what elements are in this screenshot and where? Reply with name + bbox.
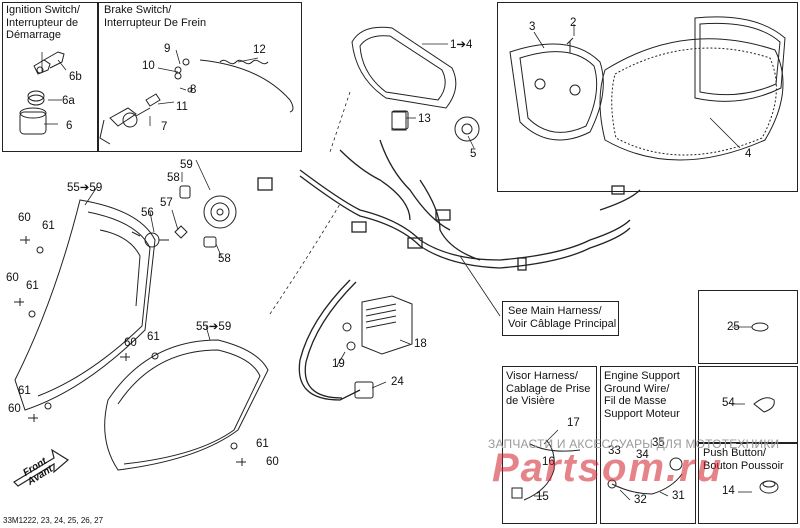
callout-1-4: 1➔4 <box>450 39 473 51</box>
headlight-housing-drawing <box>14 199 156 411</box>
callout-60-c: 60 <box>8 403 21 415</box>
ground-wire-drawing <box>607 457 683 495</box>
callout-9: 9 <box>164 43 171 55</box>
push-button-drawing <box>759 480 779 494</box>
bulb-socket-59-drawing <box>203 195 237 229</box>
ignition-switch-title: Ignition Switch/ Interrupteur de Démarra… <box>6 4 80 41</box>
engine-ground-box <box>600 366 696 524</box>
callout-10: 10 <box>142 60 155 72</box>
gauge-back-housing-drawing <box>509 43 604 141</box>
callout-6a: 6a <box>62 95 75 107</box>
callout-4: 4 <box>745 148 752 160</box>
instrument-cluster-drawing <box>351 26 457 131</box>
push-button-box <box>698 443 798 524</box>
ignition-switch-box <box>2 2 98 152</box>
gauge-bezel-drawing <box>694 16 786 102</box>
callout-60-e: 60 <box>266 456 279 468</box>
callout-61-b: 61 <box>26 280 39 292</box>
watermark-subtitle: ЗАПЧАСТИ И АКСЕССУАРЫ ДЛЯ МОТОТЕХНИКИ <box>488 437 780 451</box>
main-harness-title: See Main Harness/ Voir Câblage Principal <box>508 305 617 330</box>
gauge-lens-drawing <box>599 38 784 161</box>
callout-57: 57 <box>160 197 173 209</box>
callout-18: 18 <box>414 338 427 350</box>
switch-13-drawing <box>391 110 409 130</box>
callout-34: 34 <box>636 449 649 461</box>
callout-6: 6 <box>66 120 73 132</box>
watermark-logo-text: Partsоm.ru <box>492 446 724 490</box>
part-25-drawing <box>751 322 769 332</box>
bulb-socket-58-drawing <box>179 185 217 248</box>
headlight-bulb-drawing <box>131 231 169 248</box>
brake-spring-drawing <box>199 59 294 113</box>
ignition-key-drawing <box>33 51 65 75</box>
callout-6b: 6b <box>69 71 82 83</box>
callout-14: 14 <box>722 485 735 497</box>
callout-58-top: 58 <box>167 172 180 184</box>
part54-box <box>698 366 798 443</box>
callout-2: 2 <box>570 17 577 29</box>
front-arrow-drawing <box>13 448 70 487</box>
main-harness-drawing <box>257 139 641 401</box>
callout-60-d: 60 <box>124 337 137 349</box>
engine-ground-title: Engine Support Ground Wire/ Fil de Masse… <box>604 370 680 420</box>
connector-19-drawing <box>342 322 356 351</box>
callout-16: 16 <box>542 456 555 468</box>
visor-harness-title: Visor Harness/ Cablage de Prise de Visiè… <box>506 370 591 407</box>
headlight-lens-drawing <box>104 339 269 471</box>
callout-31: 31 <box>672 490 685 502</box>
drawing-reference-code: 33M1222, 23, 24, 25, 26, 27 <box>3 516 104 525</box>
callout-25: 25 <box>727 321 740 333</box>
callout-55-59-top: 55➔59 <box>67 182 103 194</box>
callout-24: 24 <box>391 376 404 388</box>
callout-15: 15 <box>536 491 549 503</box>
callout-61-a: 61 <box>42 220 55 232</box>
callout-12: 12 <box>253 44 266 56</box>
callout-61-d: 61 <box>147 331 160 343</box>
dashed-leaders <box>269 91 351 315</box>
callout-60-a: 60 <box>18 212 31 224</box>
voltage-regulator-drawing <box>361 295 413 355</box>
callout-8: 8 <box>190 84 197 96</box>
cluster-exploded-box <box>497 2 798 192</box>
callout-7: 7 <box>161 121 168 133</box>
ignition-body-drawing <box>19 107 47 135</box>
callout-19: 19 <box>332 358 345 370</box>
callout-32: 32 <box>634 494 647 506</box>
callout-33: 33 <box>608 445 621 457</box>
ignition-nut-drawing <box>27 90 45 106</box>
gauge-screw-drawing <box>566 37 574 53</box>
callout-17: 17 <box>567 417 580 429</box>
brake-switch-title: Brake Switch/ Interrupteur De Frein <box>104 4 207 29</box>
callout-58-bottom: 58 <box>218 253 231 265</box>
callout-13: 13 <box>418 113 431 125</box>
callout-55-59-bottom: 55➔59 <box>196 321 232 333</box>
visor-harness-drawing <box>511 439 581 501</box>
callout-60-b: 60 <box>6 272 19 284</box>
callout-61-c: 61 <box>18 385 31 397</box>
brake-switch-drawing <box>99 58 193 145</box>
callout-59: 59 <box>180 159 193 171</box>
gauge-gasket-drawing <box>454 116 480 142</box>
leader-lines <box>41 24 752 501</box>
callout-5: 5 <box>470 148 477 160</box>
connector-24-drawing <box>354 381 374 399</box>
callout-61-e: 61 <box>256 438 269 450</box>
callout-11: 11 <box>176 101 188 113</box>
push-button-title: Push Button/ Bouton Poussoir <box>703 447 784 472</box>
callout-56: 56 <box>141 207 154 219</box>
part-54-drawing <box>753 397 775 413</box>
screw-fasteners-drawing <box>14 236 246 466</box>
main-harness-box <box>502 301 619 336</box>
callout-54: 54 <box>722 397 735 409</box>
callout-35: 35 <box>652 437 665 449</box>
retaining-clip-57-drawing <box>174 225 188 239</box>
callout-3: 3 <box>529 21 536 33</box>
